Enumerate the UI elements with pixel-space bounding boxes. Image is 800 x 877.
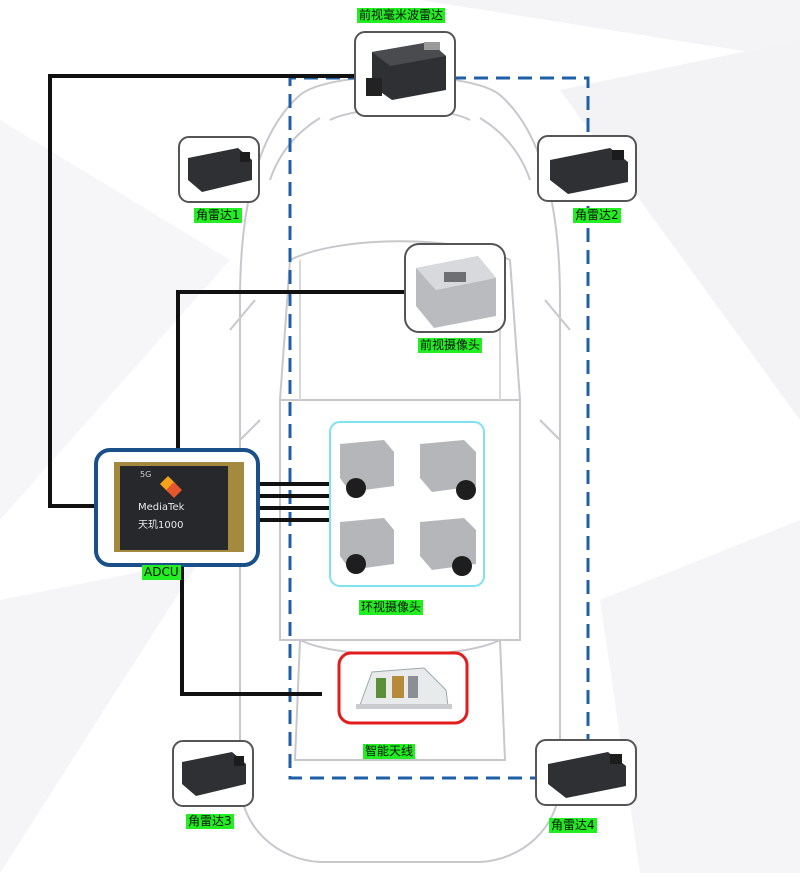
wire-adcu-front-camera <box>176 290 405 450</box>
mediatek-logo-icon <box>160 476 182 498</box>
surround-camera-3 <box>340 518 394 574</box>
label-surround-camera: 环视摄像头 <box>359 600 424 615</box>
label-front-radar: 前视毫米波雷达 <box>357 8 446 23</box>
surround-camera-1 <box>340 440 394 498</box>
corner-radar-2-box <box>537 135 637 202</box>
front-radar-box <box>354 31 456 117</box>
corner-radar-1-box <box>178 136 260 203</box>
smart-antenna-box <box>337 651 469 725</box>
label-adcu: ADCU <box>142 565 181 580</box>
label-corner-radar-2: 角雷达2 <box>573 208 621 223</box>
label-corner-radar-4: 角雷达4 <box>549 818 597 833</box>
chip-5g-text: 5G <box>140 470 152 479</box>
label-front-camera: 前视摄像头 <box>418 338 483 353</box>
corner-radar-3-box <box>172 740 254 807</box>
car-outline <box>229 75 571 863</box>
chip-model-text: 天玑1000 <box>138 520 184 531</box>
adcu-box <box>94 448 260 567</box>
wiring <box>48 74 405 696</box>
wire-adcu-antenna <box>180 565 322 696</box>
surround-camera-2 <box>420 440 476 500</box>
corner-radar-4-box <box>535 739 637 806</box>
chip-brand-text: MediaTek <box>138 502 185 513</box>
surround-camera-group <box>329 421 485 587</box>
sensor-boundary-dashed <box>288 76 590 780</box>
surround-camera-4 <box>420 518 476 576</box>
front-camera-box <box>404 243 506 333</box>
label-corner-radar-1: 角雷达1 <box>194 208 242 223</box>
label-corner-radar-3: 角雷达3 <box>186 814 234 829</box>
label-smart-antenna: 智能天线 <box>363 744 416 759</box>
wire-adcu-front-radar <box>48 74 355 508</box>
